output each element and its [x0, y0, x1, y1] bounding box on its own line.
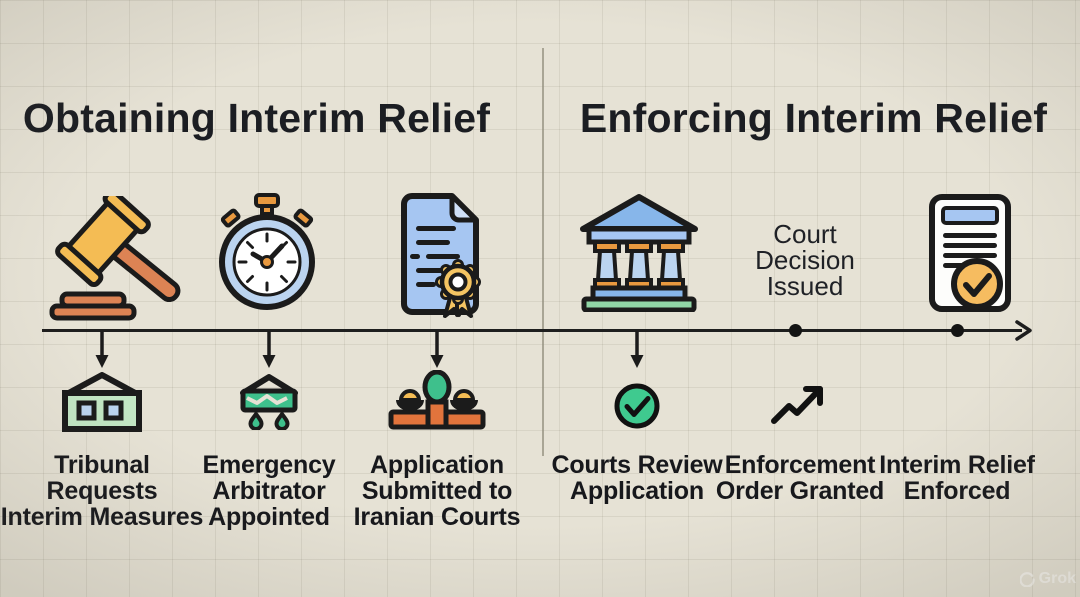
label-line: Application [370, 451, 504, 479]
annotation-line: Issued [766, 271, 844, 301]
label-line: Order Granted [715, 477, 885, 505]
down-arrow-icon [630, 331, 644, 368]
down-arrow-icon [430, 331, 444, 368]
watermark: Grok [1019, 570, 1076, 588]
label-line: Tribunal [54, 451, 150, 479]
label-line: Requests [46, 477, 158, 505]
label-line: Appointed [208, 503, 330, 531]
label-line: Application [570, 477, 704, 505]
timeline-dot [789, 324, 802, 337]
label-line: Iranian Courts [353, 503, 521, 531]
watermark-text: Grok [1038, 570, 1076, 587]
section-divider [542, 48, 544, 456]
check-circle-icon [614, 383, 660, 429]
court-decision-annotation: Court Decision Issued [730, 221, 880, 299]
down-arrow-icon [262, 331, 276, 368]
label-line: Courts Review [551, 451, 723, 479]
label-line: Enforced [903, 477, 1011, 505]
tribunal-building-icon [62, 372, 142, 432]
timeline-dot [951, 324, 964, 337]
step-label-interim-enforced: Interim Relief Enforced [852, 452, 1062, 504]
grok-logo-icon [1019, 571, 1035, 587]
step-label-courts-review: Courts Review Application [532, 452, 742, 504]
stopwatch-icon [219, 193, 315, 310]
certificate-document-icon [401, 193, 481, 318]
label-line: Arbitrator [212, 477, 326, 505]
step-label-tribunal: Tribunal Requests Interim Measures [0, 452, 207, 530]
timeline-arrowhead-icon [1015, 320, 1032, 341]
label-line: Emergency [202, 451, 336, 479]
step-label-enforcement-order: Enforcement Order Granted [695, 452, 905, 504]
courthouse-icon [580, 194, 698, 312]
verified-document-icon [929, 194, 1011, 312]
down-arrow-icon [95, 331, 109, 368]
trend-up-icon [771, 386, 823, 424]
label-line: Submitted to [361, 477, 513, 505]
label-line: Interim Relief [879, 451, 1035, 479]
annotation-line: Court [773, 219, 837, 249]
timeline-axis [42, 329, 1022, 332]
label-line: Interim Measures [0, 503, 204, 531]
step-label-application: Application Submitted to Iranian Courts [337, 452, 537, 530]
gavel-icon [49, 196, 181, 321]
annotation-line: Decision [755, 245, 855, 275]
step-label-arbitrator: Emergency Arbitrator Appointed [169, 452, 369, 530]
right-section-title: Enforcing Interim Relief [579, 95, 1048, 141]
people-group-icon [388, 370, 486, 430]
label-line: Enforcement [724, 451, 876, 479]
arbitrator-icon [240, 374, 298, 430]
left-section-title: Obtaining Interim Relief [22, 95, 491, 141]
